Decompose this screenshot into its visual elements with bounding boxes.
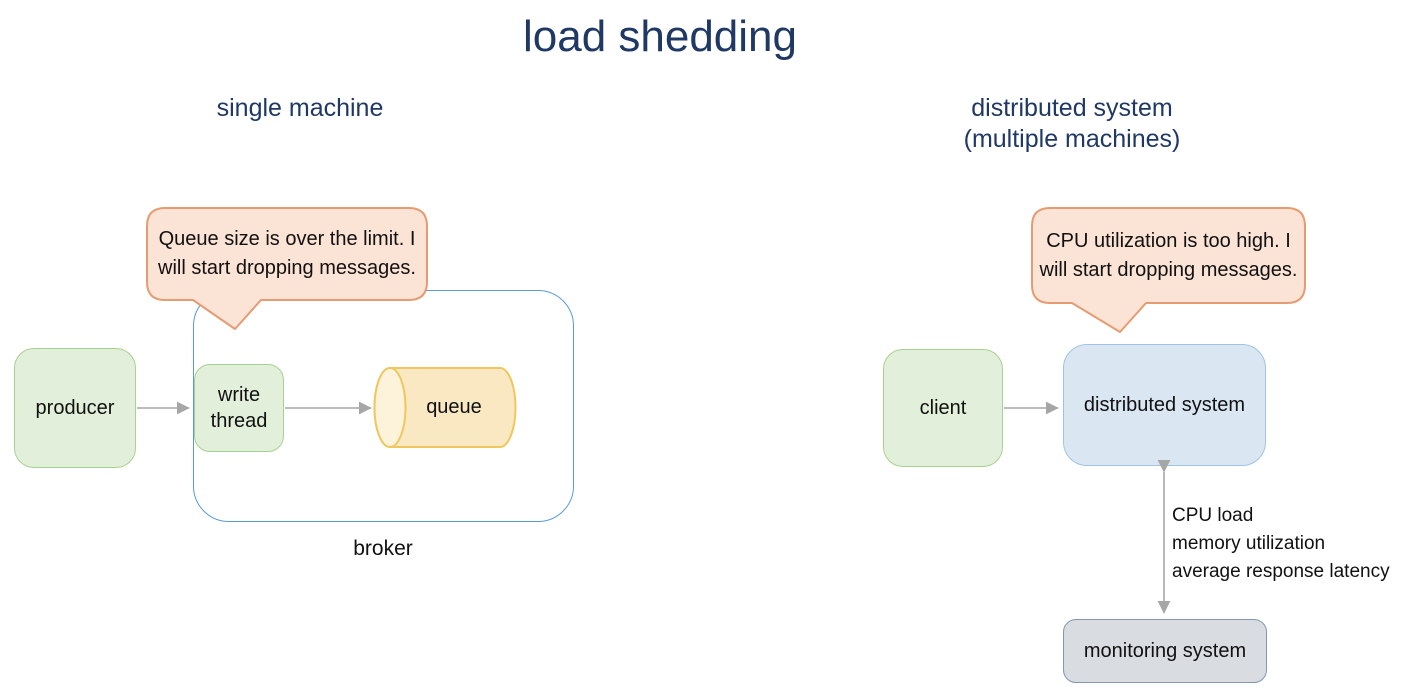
- right-bubble-line2: will start dropping messages.: [1039, 258, 1298, 281]
- producer-label: producer: [35, 397, 115, 419]
- distributed-system-heading-line2: (multiple machines): [963, 125, 1181, 153]
- write-thread-node: write thread: [194, 364, 284, 452]
- metric-average-response-latency: average response latency: [1172, 561, 1390, 582]
- distributed-system-heading: distributed system (multiple machines): [922, 93, 1222, 155]
- right-bubble-line1: CPU utilization is too high. I: [1046, 229, 1291, 252]
- single-machine-heading: single machine: [216, 94, 384, 122]
- client-label: client: [919, 397, 967, 419]
- monitoring-system-node: monitoring system: [1063, 619, 1267, 683]
- queue-label: queue: [426, 396, 482, 418]
- left-bubble-line1: Queue size is over the limit. I: [158, 228, 416, 250]
- metric-cpu-load: CPU load: [1172, 505, 1254, 526]
- client-node: client: [883, 349, 1003, 467]
- page-title: load shedding: [522, 12, 797, 61]
- metrics-list: CPU load memory utilization average resp…: [1172, 502, 1401, 586]
- producer-node: producer: [14, 348, 136, 468]
- distributed-system-node: distributed system: [1063, 344, 1266, 466]
- right-bubble-text: CPU utilization is too high. I will star…: [1032, 208, 1305, 303]
- distributed-system-heading-line1: distributed system: [971, 94, 1173, 122]
- metric-memory-utilization: memory utilization: [1172, 533, 1326, 554]
- left-bubble-text: Queue size is over the limit. I will sta…: [147, 208, 427, 300]
- broker-label: broker: [353, 537, 413, 560]
- distributed-system-label: distributed system: [1083, 394, 1246, 416]
- monitoring-system-label: monitoring system: [1083, 640, 1247, 662]
- write-thread-label: write thread: [210, 384, 268, 432]
- left-bubble-line2: will start dropping messages.: [158, 257, 416, 279]
